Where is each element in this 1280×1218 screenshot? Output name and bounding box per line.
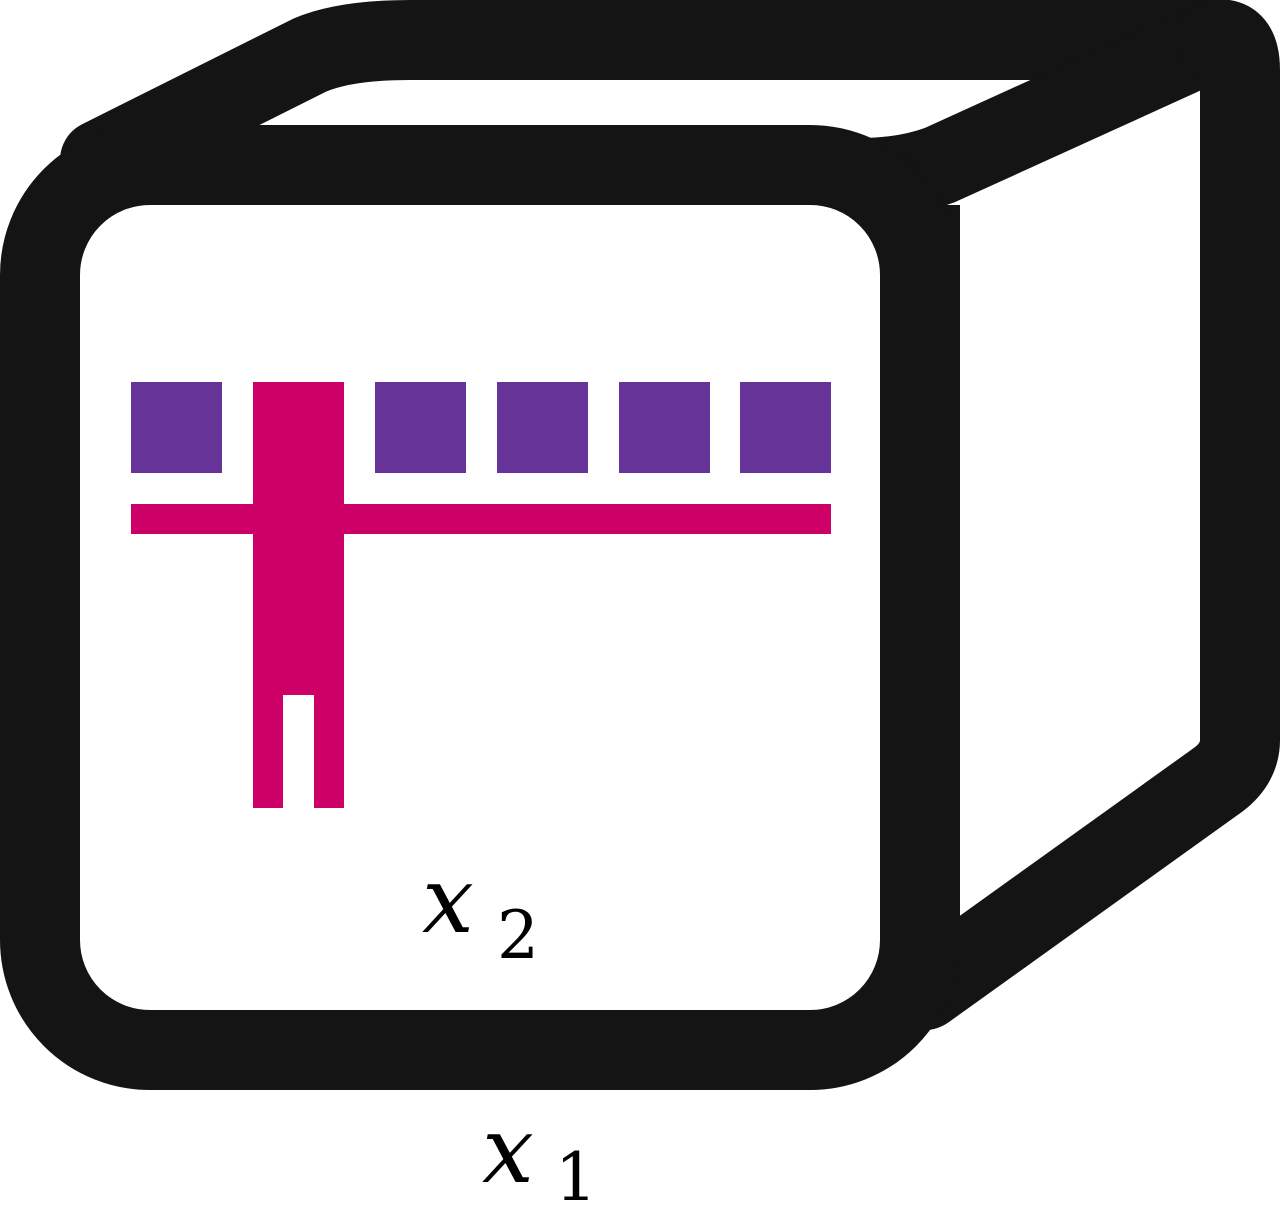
cell (740, 382, 831, 473)
cell (497, 382, 588, 473)
figure-left-leg (253, 690, 283, 808)
cell (619, 382, 710, 473)
figure-right-leg (314, 690, 344, 808)
cell (131, 382, 222, 473)
figure-body (253, 382, 344, 695)
cell (375, 382, 466, 473)
cube-top-edge (60, 0, 1255, 200)
cube-right-edge (885, 0, 1280, 1030)
figure-arms-bar (131, 504, 831, 534)
cube-front-face (0, 125, 960, 1090)
cube-right-face (880, 45, 1235, 990)
